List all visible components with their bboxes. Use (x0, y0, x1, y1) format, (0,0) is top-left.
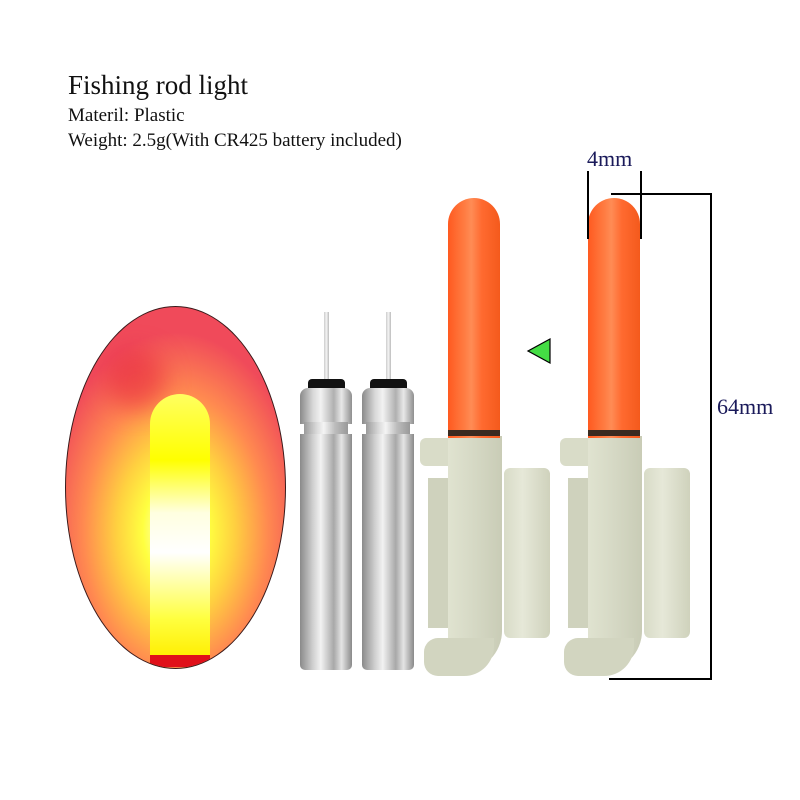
battery-body (362, 434, 414, 670)
battery-head (300, 388, 352, 424)
holder (448, 436, 502, 671)
clip-slide (504, 468, 550, 638)
material-spec: Materil: Plastic (68, 105, 185, 126)
battery-cap (308, 379, 345, 390)
rod-light-image (560, 198, 700, 688)
dim-64mm-bottom-line (609, 678, 712, 680)
orange-tube (588, 198, 640, 438)
lit-rod-light-image (65, 306, 286, 669)
dimension-height-label: 64mm (717, 394, 774, 419)
glow-hotspot (105, 350, 166, 411)
holder-foot (424, 638, 494, 676)
dimension-width-label: 4mm (587, 146, 633, 171)
dim-4mm-right-tick (640, 171, 642, 239)
clip-slide (644, 468, 690, 638)
battery-image (360, 312, 416, 670)
battery-cap (370, 379, 407, 390)
battery-wire (324, 312, 329, 380)
orange-tube (448, 198, 500, 438)
battery-body (300, 434, 352, 670)
holder (588, 436, 642, 671)
holder-foot (564, 638, 634, 676)
dim-4mm-left-tick (587, 171, 589, 239)
tube-ring (588, 430, 640, 436)
tube-ring (448, 430, 500, 436)
glowing-tube (150, 394, 210, 658)
dim-64mm-top-line (611, 193, 712, 195)
battery-head (362, 388, 414, 424)
battery-wire (386, 312, 391, 380)
rod-light-image (420, 198, 560, 688)
glowing-base (150, 655, 210, 667)
green-arrow-icon (526, 337, 551, 365)
product-title: Fishing rod light (68, 70, 249, 100)
battery-image (298, 312, 354, 670)
dim-64mm-vertical-line (710, 193, 712, 680)
battery-neck (304, 422, 348, 436)
battery-neck (366, 422, 410, 436)
weight-spec: Weight: 2.5g(With CR425 battery included… (68, 130, 402, 151)
